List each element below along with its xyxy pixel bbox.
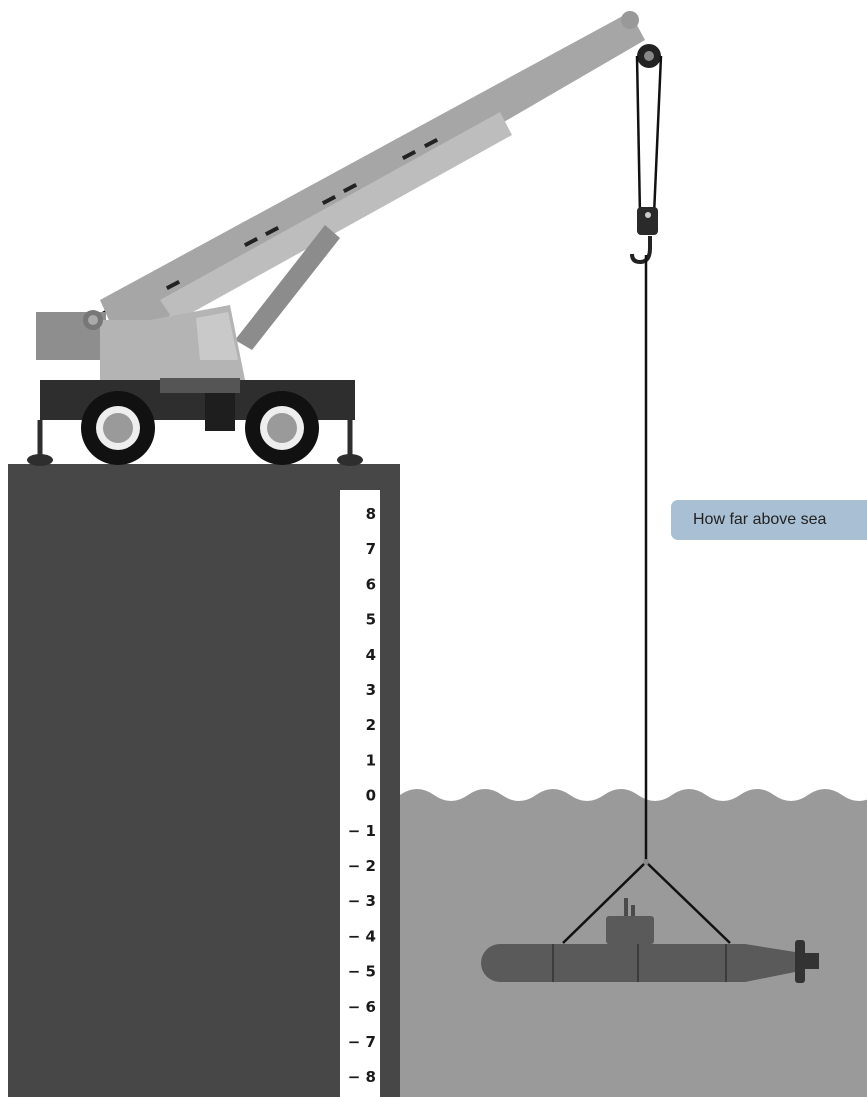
scale-tick-label: − 7 (348, 1033, 376, 1051)
depth-scale: 8 7 6 5 4 3 2 1 0 − 1 − 2 − 3 − 4 − 5 − 6 − 7 − 8 (340, 490, 380, 1097)
hydraulic-cylinder (235, 225, 340, 350)
scale-tick-label: 4 (366, 646, 376, 664)
propeller (795, 940, 805, 983)
scale-tick-label: 0 (366, 787, 376, 805)
submarine (481, 859, 819, 983)
scale-tick-label: − 3 (348, 892, 376, 910)
scale-tick-label: 2 (366, 716, 376, 734)
scale-tick-label: − 8 (348, 1068, 376, 1086)
scale-tick-label: − 5 (348, 963, 376, 981)
crane-boom-inner (160, 112, 512, 322)
scale-board (340, 490, 380, 1097)
hook-icon (630, 236, 652, 265)
cliff (8, 464, 400, 1097)
scale-tick-label: 1 (366, 751, 376, 769)
scale-tick-label: 6 (366, 575, 376, 593)
scale-tick-label: 5 (366, 611, 376, 629)
conning-tower (606, 916, 654, 944)
outriggers (37, 420, 353, 456)
wheel-left (81, 391, 155, 465)
scale-tick-label: − 1 (348, 822, 376, 840)
crane (27, 11, 661, 466)
cab-window (196, 312, 238, 360)
boom-tip-pulley (621, 11, 639, 29)
scale-tick-label: 3 (366, 681, 376, 699)
scale-tick-label: 7 (366, 540, 376, 558)
scale-tick-label: − 2 (348, 857, 376, 875)
hoist (630, 55, 663, 862)
sling-right (645, 861, 731, 944)
scale-tick-label: 8 (366, 505, 376, 523)
hook-block (637, 207, 658, 235)
periscope (624, 898, 628, 918)
scale-tick-label: − 4 (348, 927, 376, 945)
tooltip-label: How far above sea (671, 500, 867, 540)
sling-left (562, 861, 647, 944)
wheel-right (245, 391, 319, 465)
scale-tick-label: − 6 (348, 998, 376, 1016)
